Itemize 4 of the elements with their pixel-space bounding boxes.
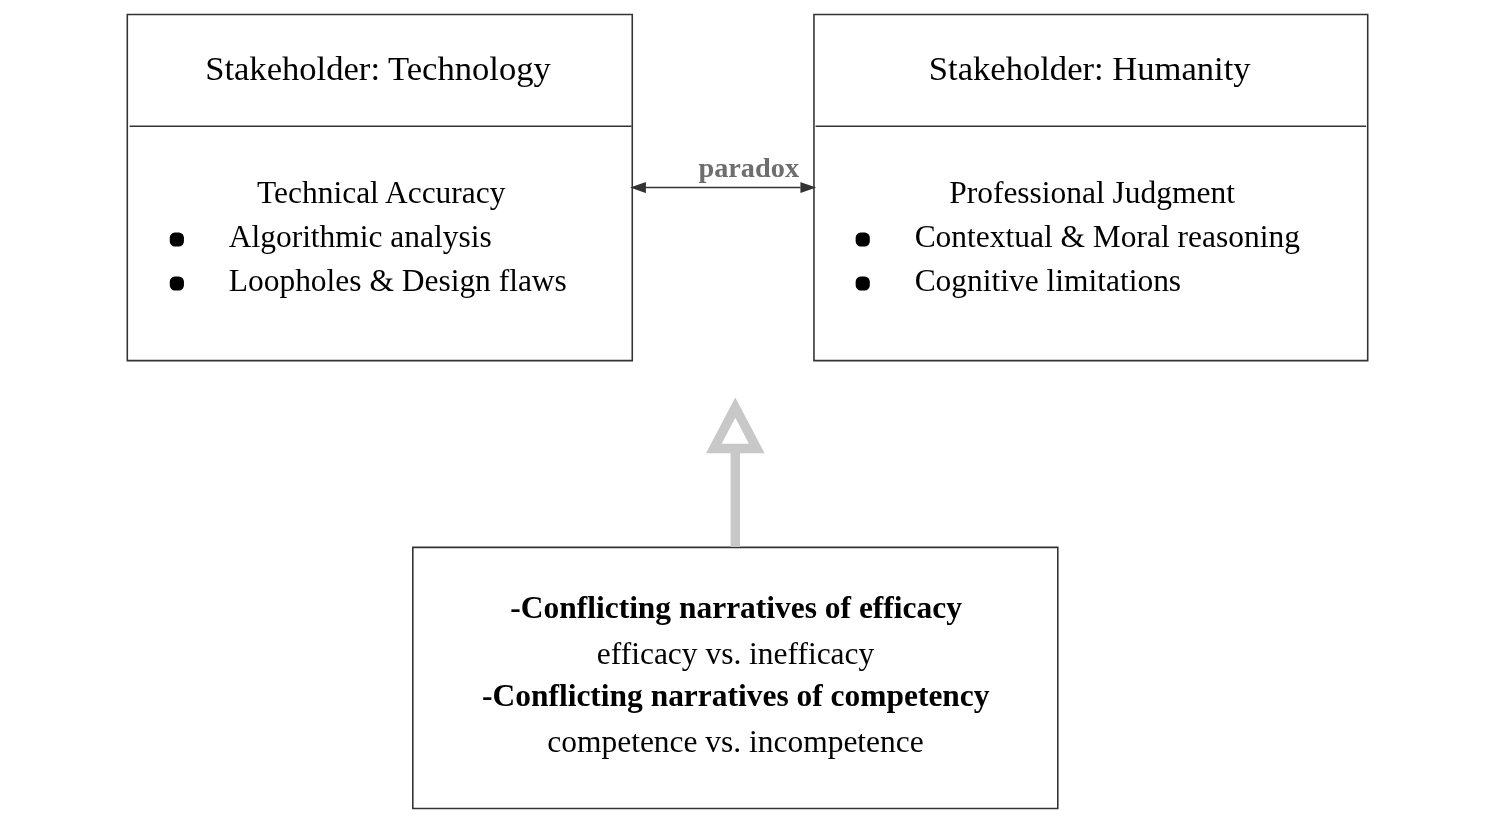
node-box: -Conflicting narratives of efficacy efficacy vs. inefficacy -Conflicting narratives of competency competence vs. incompetence bbox=[412, 546, 1059, 810]
arrow bbox=[706, 397, 765, 547]
edge-label: paradox bbox=[698, 152, 800, 184]
arrow bbox=[630, 182, 817, 194]
